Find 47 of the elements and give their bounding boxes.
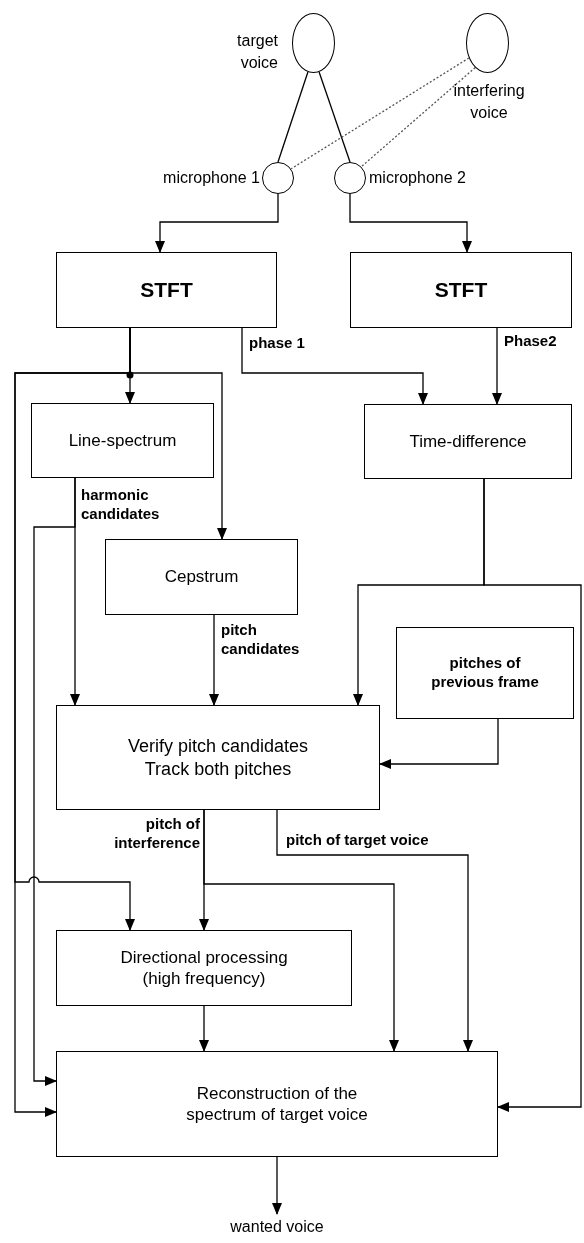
process-box	[396, 627, 574, 719]
node-text: Reconstruction of the spectrum of target voice	[185, 1082, 369, 1126]
process-box	[31, 403, 214, 478]
arrow	[276, 809, 473, 1052]
node-caption: microphone 2	[369, 168, 467, 188]
node-text: Cepstrum	[164, 566, 239, 588]
line	[318, 71, 351, 163]
edge-label: phase 1	[249, 334, 306, 353]
line	[277, 71, 309, 163]
node-text: Line-spectrum	[68, 429, 177, 452]
process-box	[56, 1051, 498, 1157]
arrow	[14, 327, 131, 1117]
process-box	[56, 705, 380, 810]
process-box	[364, 404, 572, 479]
process-box	[56, 252, 277, 328]
arrow	[492, 327, 502, 405]
arrow	[349, 193, 472, 253]
node-text: STFT	[434, 276, 488, 303]
arrow	[209, 614, 219, 706]
node-caption: interfering voice	[452, 81, 526, 123]
node-text: Directional processing (high frequency)	[119, 946, 289, 990]
edge-label: Phase2	[504, 332, 558, 351]
arrow	[241, 327, 428, 405]
node-text: pitches of previous frame	[430, 654, 540, 692]
node-text: wanted voice	[230, 1217, 324, 1237]
process-box	[350, 252, 572, 328]
dashed-line	[360, 66, 476, 168]
arrow	[155, 193, 279, 253]
arrow	[199, 1005, 209, 1052]
node-caption: target voice	[236, 31, 278, 73]
edge-label: harmonic candidates	[81, 486, 161, 524]
process-box	[56, 930, 352, 1006]
arrow	[33, 477, 76, 1086]
edge-label: pitch of target voice	[286, 831, 430, 850]
edge-label: pitch candidates	[221, 621, 301, 659]
edge-label: pitch of interference	[113, 815, 200, 853]
arrow	[379, 718, 499, 769]
node-text: Verify pitch candidates	[127, 735, 309, 758]
dashed-line	[290, 57, 470, 170]
arrow	[272, 1156, 282, 1215]
node-text: Track both pitches	[144, 757, 292, 780]
process-box	[105, 539, 298, 615]
node-caption: microphone 1	[162, 168, 260, 188]
arrow	[203, 809, 399, 1052]
arrow	[483, 478, 582, 1112]
node-text: STFT	[140, 276, 193, 303]
node-text: Time-difference	[409, 430, 527, 453]
